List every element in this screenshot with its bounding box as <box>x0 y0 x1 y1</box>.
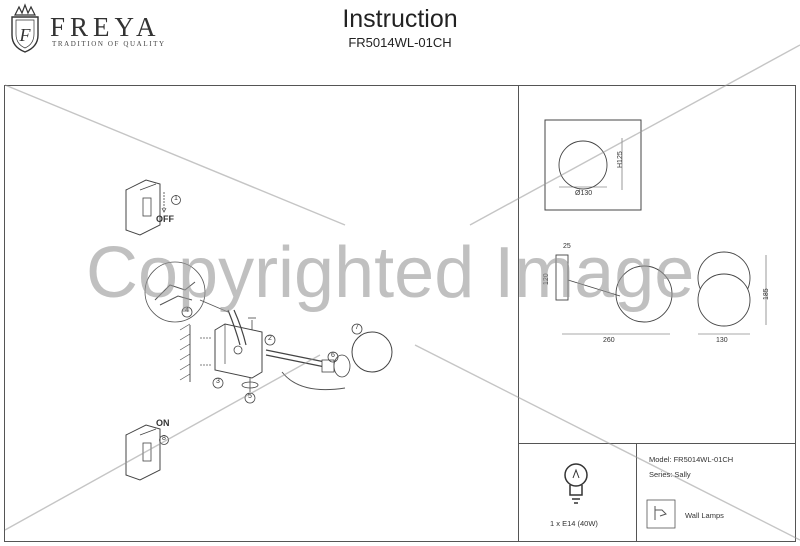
page-title: Instruction <box>342 5 458 33</box>
wall-hatch <box>179 323 191 382</box>
step-8: 8 <box>162 435 166 442</box>
step-off-label: OFF <box>156 214 174 224</box>
front-view-drawing <box>544 119 642 211</box>
spec-divider <box>636 443 637 542</box>
step-4: 4 <box>185 307 189 314</box>
model-line: Model: FR5014WL-01CH <box>649 455 734 464</box>
step-6: 6 <box>331 352 335 359</box>
step-on-label: ON <box>156 418 170 428</box>
step-5: 5 <box>248 393 252 400</box>
watermark-text: Copyrighted Image <box>86 233 695 313</box>
svg-text:F: F <box>19 25 32 45</box>
switch-off-icon <box>125 179 181 236</box>
front-height-label: H125 <box>617 151 624 168</box>
lamp-arm-icon <box>265 349 351 391</box>
step-1: 1 <box>174 195 178 202</box>
wall-lamp-category-icon <box>646 499 676 529</box>
series-line: Series: Sally <box>649 470 691 479</box>
mounting-plate-icon <box>200 309 263 379</box>
wiring-detail-icon <box>144 261 229 323</box>
bulb-spec: 1 x E14 (40W) <box>550 519 598 528</box>
brand-logo: F <box>5 3 45 53</box>
brand-crest-icon: F <box>11 3 39 53</box>
main-frame <box>4 85 796 542</box>
side-width-label: 260 <box>603 337 615 344</box>
horizontal-divider <box>518 443 796 444</box>
brand-tagline: TRADITION OF QUALITY <box>52 40 166 48</box>
mount-stem-icon <box>241 378 259 392</box>
step-2: 2 <box>268 335 272 342</box>
glass-shade-icon <box>351 331 393 373</box>
switch-on-icon <box>125 424 169 481</box>
side-height-label: 185 <box>763 288 770 300</box>
model-code: FR5014WL-01CH <box>348 35 452 50</box>
side-depth-label: 130 <box>716 337 728 344</box>
vertical-divider <box>518 85 519 542</box>
base-width-label: 25 <box>563 243 571 250</box>
watermark-lines <box>4 44 800 541</box>
category-label: Wall Lamps <box>685 511 724 520</box>
front-diameter-label: Ø130 <box>575 190 593 197</box>
brand-name: FREYA <box>50 12 161 42</box>
side-view-drawing <box>555 251 767 335</box>
bulb-icon <box>564 463 588 504</box>
step-3: 3 <box>216 378 220 385</box>
step-7: 7 <box>355 324 359 331</box>
